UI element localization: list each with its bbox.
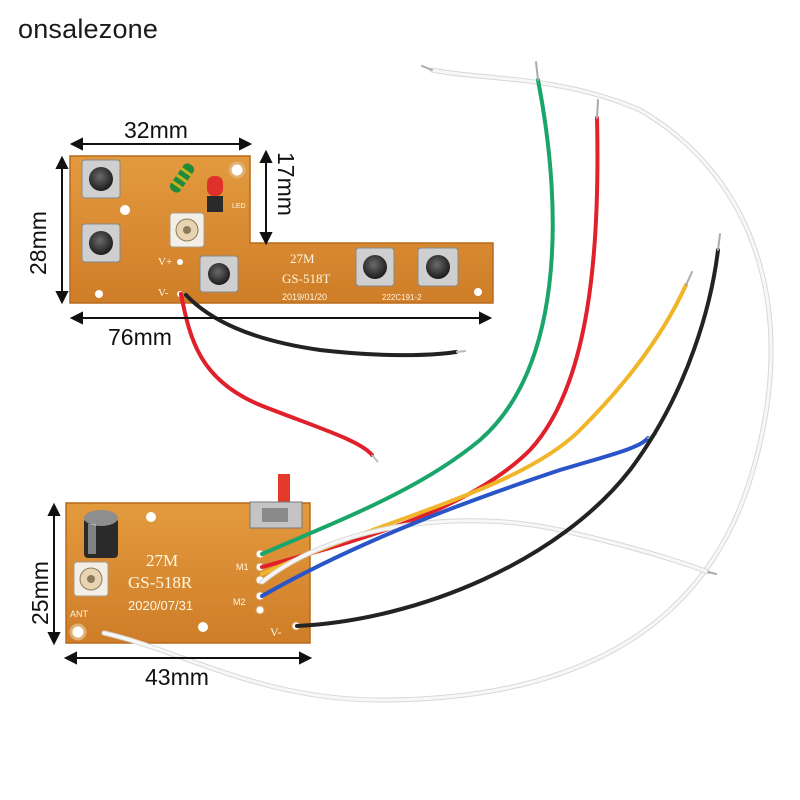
mounting-hole (474, 288, 482, 296)
mounting-hole (120, 205, 130, 215)
transmitter-board: 27M GS-518T 2019/01/20 222C191-2 ANT LED… (69, 155, 494, 304)
transmitter-date-label: 2019/01/20 (282, 292, 327, 302)
dim-label-43mm: 43mm (145, 664, 209, 690)
receiver-m2-label: M2 (233, 597, 246, 607)
tact-button-4 (355, 247, 395, 287)
tact-button-2 (81, 223, 121, 263)
receiver-date-label: 2020/07/31 (128, 598, 193, 613)
receiver-m1-label: M1 (236, 562, 249, 572)
ant-pad (69, 623, 87, 641)
red-led (207, 176, 223, 212)
receiver-ant-label: ANT (70, 609, 89, 619)
green-wire (260, 78, 555, 556)
dim-label-76mm: 76mm (108, 324, 172, 350)
transmitter-vminus-label: V- (158, 287, 169, 299)
receiver-model-label: GS-518R (128, 573, 193, 592)
red-wire (260, 116, 600, 569)
dim-label-17mm: 17mm (273, 152, 299, 216)
tact-button-1 (81, 159, 121, 199)
transmitter-vplus-label: V+ (158, 256, 172, 268)
receiver-wires (101, 61, 774, 703)
watermark-text: onsalezone (18, 14, 159, 44)
tact-button-3 (199, 255, 239, 293)
mounting-hole (198, 622, 208, 632)
trimmer-potentiometer (73, 561, 109, 597)
receiver-freq-label: 27M (146, 551, 178, 570)
transmitter-code-label: 222C191-2 (382, 293, 422, 302)
transmitter-black-wire (184, 293, 458, 358)
transmitter-ant-label: ANT (251, 160, 260, 176)
receiver-vminus-label: V- (270, 625, 282, 639)
dim-label-28mm: 28mm (25, 211, 51, 275)
trimmer-potentiometer (169, 212, 205, 248)
blue-wire (260, 436, 650, 598)
mounting-hole (95, 290, 103, 298)
dim-arrows-transmitter (55, 137, 493, 325)
transmitter-led-label: LED (232, 203, 246, 210)
slide-switch (249, 474, 303, 529)
dim-label-32mm: 32mm (124, 117, 188, 143)
capacitor (84, 510, 118, 558)
dim-arrows-receiver (47, 502, 313, 665)
dim-label-25mm: 25mm (27, 561, 53, 625)
transmitter-red-wire (179, 292, 374, 457)
black-wire (295, 248, 720, 628)
tact-button-5 (417, 247, 459, 287)
receiver-board: 27M GS-518R 2020/07/31 ANT M1 M2 V- (65, 474, 311, 644)
ant-pad (228, 161, 246, 179)
transmitter-model-label: GS-518T (282, 271, 330, 286)
transmitter-freq-label: 27M (290, 251, 315, 266)
mounting-hole (146, 512, 156, 522)
inductor (169, 163, 195, 193)
